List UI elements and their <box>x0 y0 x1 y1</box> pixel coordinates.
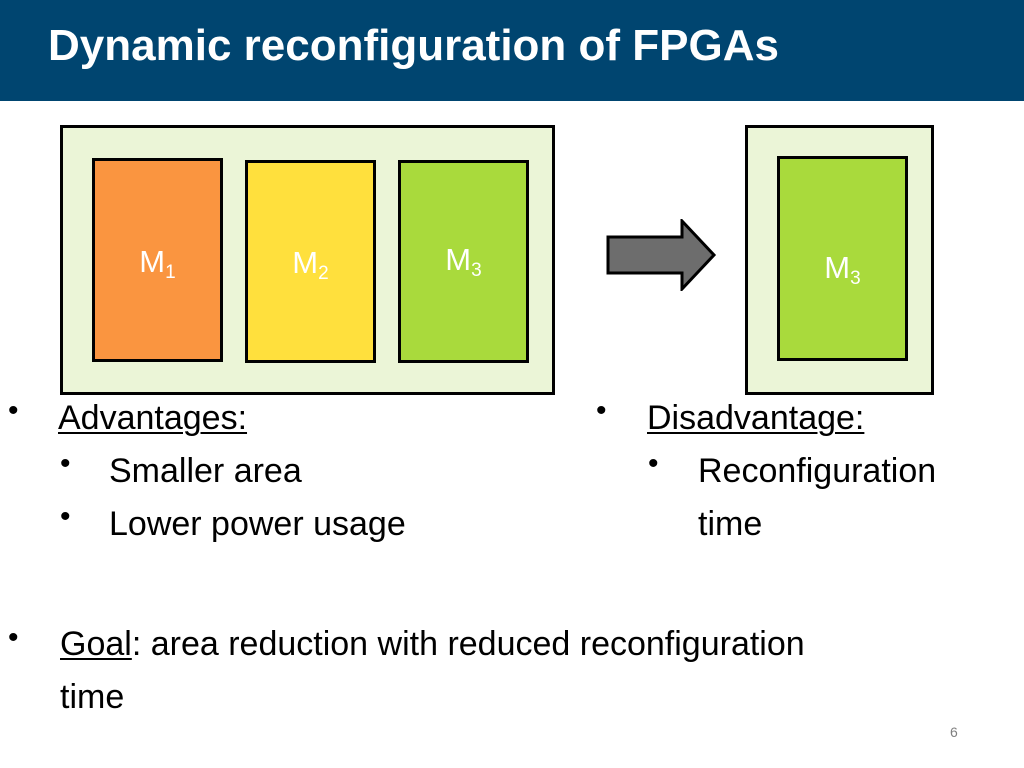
bullet-icon: • <box>8 621 19 654</box>
module-m3-reconfigured-index: 3 <box>850 268 861 289</box>
goal-text: : area reduction with reduced reconfigur… <box>131 625 805 663</box>
goal-label: Goal <box>60 625 132 663</box>
bullet-icon: • <box>60 500 71 533</box>
module-m3-letter: M <box>445 242 472 277</box>
bullet-icon: • <box>596 394 607 427</box>
disadvantage-item-continued: time <box>698 505 763 543</box>
bullet-icon: • <box>60 447 71 480</box>
disadvantage-heading: Disadvantage: <box>647 399 865 437</box>
module-m1-index: 1 <box>165 262 176 283</box>
module-m3-reconfigured-letter: M <box>824 250 851 285</box>
title-bar: Dynamic reconfiguration of FPGAs <box>0 0 1024 101</box>
right-arrow-icon <box>606 219 717 291</box>
module-m2-index: 2 <box>318 263 329 284</box>
advantage-item: Lower power usage <box>109 505 406 543</box>
module-m3-reconfigured: M3 <box>777 156 908 361</box>
bullet-icon: • <box>8 394 19 427</box>
advantages-heading: Advantages: <box>58 399 248 437</box>
module-m2: M2 <box>245 160 376 363</box>
module-m3: M3 <box>398 160 529 363</box>
module-m3-index: 3 <box>471 260 482 281</box>
page-number: 6 <box>950 724 958 740</box>
disadvantage-item: Reconfiguration <box>698 452 937 490</box>
module-m1: M1 <box>92 158 223 362</box>
advantage-item: Smaller area <box>109 452 302 490</box>
module-m1-letter: M <box>139 244 166 279</box>
module-m2-letter: M <box>292 245 319 280</box>
bullet-icon: • <box>648 447 659 480</box>
goal-line-2: time <box>60 678 125 716</box>
goal-line-1: Goal: area reduction with reduced reconf… <box>60 617 805 671</box>
slide-title: Dynamic reconfiguration of FPGAs <box>48 21 779 70</box>
